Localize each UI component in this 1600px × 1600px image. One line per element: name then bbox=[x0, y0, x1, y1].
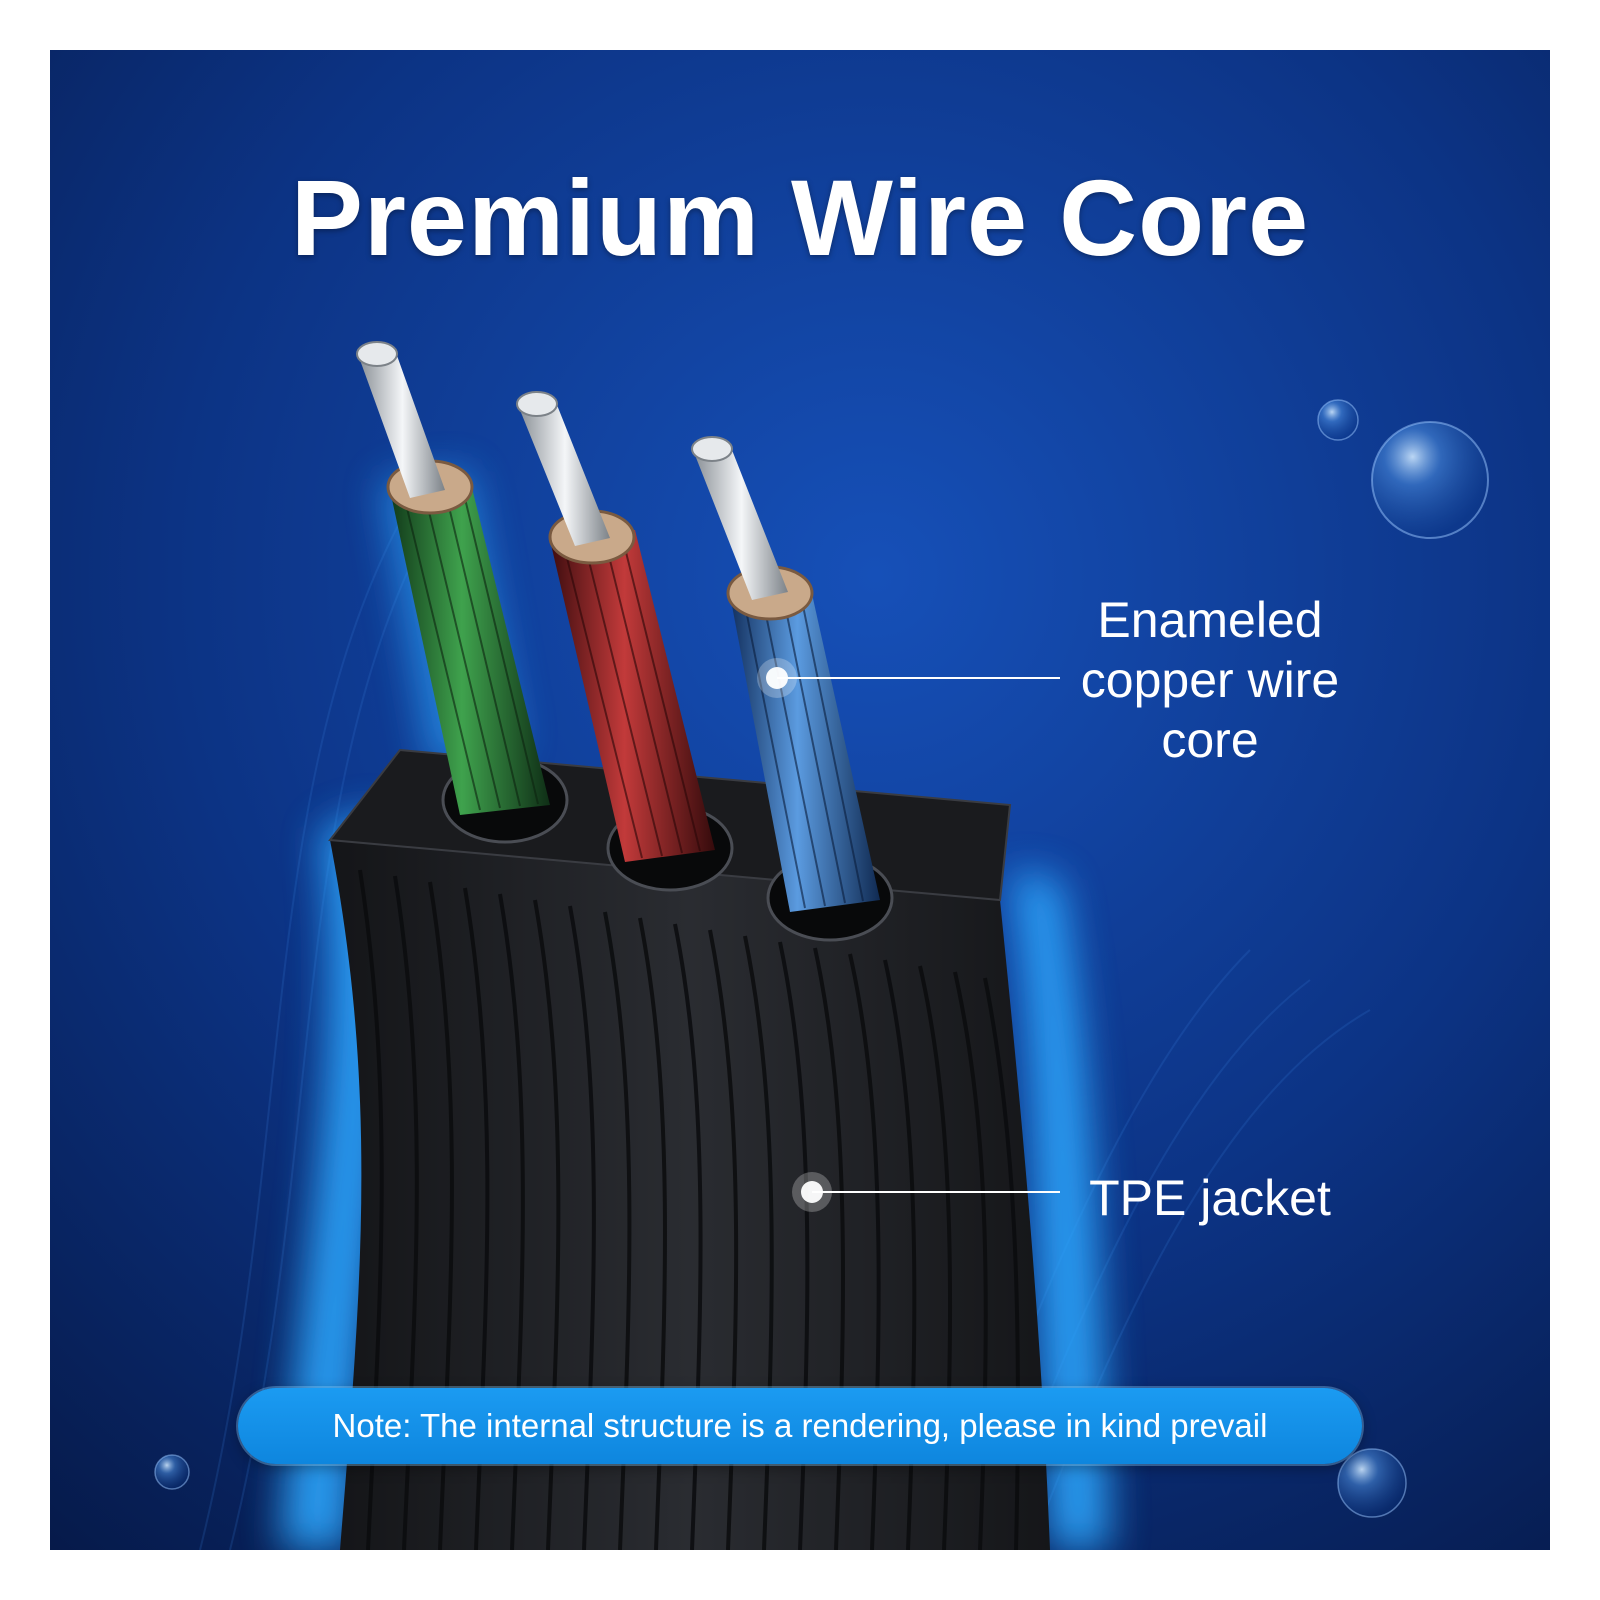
bubble-icon bbox=[1371, 421, 1489, 539]
copper-core-label: Enameled copper wire core bbox=[1080, 592, 1340, 768]
bubble-icon bbox=[1337, 1448, 1407, 1518]
wire-blue bbox=[691, 436, 880, 912]
product-image: Premium Wire Core Enameled copper wire c… bbox=[50, 50, 1550, 1550]
bubble-icon bbox=[1317, 399, 1359, 441]
headline: Premium Wire Core bbox=[290, 157, 1310, 278]
callout-jacket bbox=[792, 1172, 1060, 1212]
note-banner: Note: The internal structure is a render… bbox=[238, 1388, 1362, 1464]
cable-illustration bbox=[50, 50, 1550, 1550]
wire-red bbox=[516, 391, 715, 862]
wire-green bbox=[356, 341, 550, 815]
callout-copper bbox=[757, 658, 1060, 698]
callout-dot-icon bbox=[801, 1181, 823, 1203]
tpe-jacket-label: TPE jacket bbox=[1089, 1170, 1331, 1226]
callout-dot-icon bbox=[766, 667, 788, 689]
note-text: Note: The internal structure is a render… bbox=[332, 1407, 1268, 1444]
bubble-icon bbox=[154, 1454, 190, 1490]
